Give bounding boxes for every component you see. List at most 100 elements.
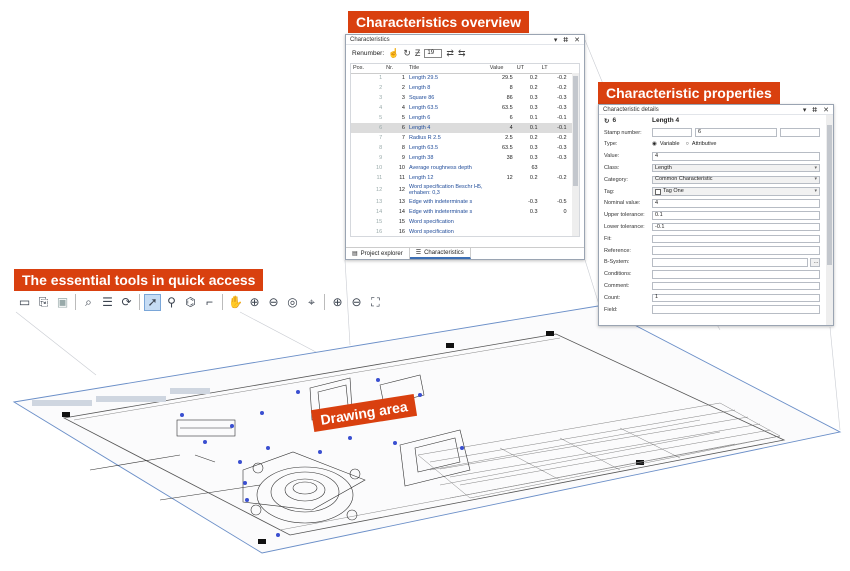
minus-circle-icon[interactable]: ⊖ <box>351 295 362 309</box>
fit-window-icon[interactable]: ⛶ <box>371 294 380 309</box>
tab-project-explorer[interactable]: ▤ Project explorer <box>346 248 410 259</box>
value-field[interactable]: 4 <box>652 152 820 161</box>
zoom-in-icon[interactable]: ⊕ <box>249 295 260 309</box>
scrollbar[interactable] <box>572 73 579 236</box>
pin-icon[interactable]: ⵌ <box>563 36 569 44</box>
select-pointer-icon[interactable]: ➚ <box>144 293 161 311</box>
radio-attributive[interactable]: ○ <box>685 141 689 148</box>
hand-pointer-icon[interactable]: ☝ <box>388 47 400 58</box>
field-field[interactable] <box>652 305 820 314</box>
sort-z-icon[interactable]: Ƶ <box>414 48 421 58</box>
zoom-fit-icon[interactable]: ⌖ <box>308 294 315 309</box>
renumber-start-input[interactable]: 19 <box>424 48 443 58</box>
column-header-title[interactable]: Title <box>406 64 488 74</box>
cell-pos: 10 <box>376 165 383 171</box>
cell-ut: 0.1 <box>529 115 538 121</box>
stamp-number-field[interactable]: 6 <box>695 128 777 137</box>
characteristics-list-icon[interactable]: ☰ <box>102 295 113 309</box>
cell-value: 8 <box>509 85 513 91</box>
close-icon[interactable]: ✕ <box>574 36 580 44</box>
column-header-pos[interactable]: Pos. <box>351 64 385 74</box>
auto-detect-icon[interactable]: ⟳ <box>121 295 132 309</box>
new-project-icon[interactable]: ▭ <box>18 295 31 309</box>
cell-nr: 14 <box>398 209 405 215</box>
count-field[interactable]: 1 <box>652 293 820 303</box>
tag-dropdown[interactable]: Tag One ▾ <box>652 187 820 196</box>
pan-hand-icon[interactable]: ✋ <box>228 295 243 309</box>
checkbox-icon[interactable] <box>655 188 661 195</box>
stamp-icon[interactable]: ⚲ <box>167 295 176 309</box>
stamp-prefix-field[interactable] <box>652 128 692 137</box>
search-document-icon[interactable]: ⌕ <box>85 294 92 309</box>
radio-variable[interactable]: ◉ <box>652 141 657 148</box>
reference-row: Reference: <box>599 245 825 257</box>
b-system-browse-button[interactable]: ... <box>810 258 820 267</box>
category-dropdown[interactable]: Common Characteristic ▾ <box>652 175 820 185</box>
column-header-value[interactable]: Value <box>487 64 515 74</box>
cell-lt: 0 <box>563 209 567 215</box>
class-dropdown[interactable]: Length ▾ <box>652 163 820 173</box>
lower-tolerance-row: Lower tolerance: -0.1 <box>599 221 825 233</box>
scrollbar[interactable] <box>826 115 833 325</box>
chevron-down-icon[interactable]: ▾ <box>802 106 807 114</box>
zoom-out-icon[interactable]: ⊖ <box>268 295 279 309</box>
tab-characteristics[interactable]: ☰ Characteristics <box>409 248 471 259</box>
plus-circle-icon[interactable]: ⊕ <box>332 295 343 309</box>
upper-tolerance-field[interactable]: 0.1 <box>652 211 820 220</box>
nominal-value-field[interactable]: 4 <box>652 199 820 208</box>
comment-field[interactable] <box>652 281 820 291</box>
lower-tolerance-field[interactable]: -0.1 <box>652 222 820 232</box>
tag-icon[interactable]: ⌬ <box>185 295 196 309</box>
chevron-down-icon[interactable]: ▾ <box>553 36 558 44</box>
cell-pos: 6 <box>351 123 385 133</box>
cell-nr: 12 <box>398 187 405 193</box>
renumber-forward-icon[interactable]: ⇄ <box>446 47 454 58</box>
cell-ut: 0.1 <box>514 123 540 133</box>
cell-ut: 0.3 <box>529 155 538 161</box>
reference-field[interactable] <box>652 246 820 255</box>
conditions-field[interactable] <box>652 270 820 279</box>
type-row: Type: ◉ Variable ○ Attributive <box>604 141 717 148</box>
fit-field[interactable] <box>652 234 820 244</box>
cell-value <box>488 183 515 197</box>
b-system-field[interactable] <box>652 258 808 267</box>
details-title: Length 4 <box>652 117 680 125</box>
column-header-lt[interactable]: LT <box>539 64 569 74</box>
zoom-region-icon[interactable]: ◎ <box>287 295 298 309</box>
column-header-nr[interactable]: Nr. <box>384 64 407 74</box>
upper-tolerance-row: Upper tolerance: 0.1 <box>599 209 825 221</box>
close-icon[interactable]: ✕ <box>823 106 829 114</box>
cell-nr: 13 <box>398 199 405 205</box>
list-icon: ☰ <box>415 250 422 256</box>
pin-icon[interactable]: ⵌ <box>812 106 818 114</box>
import-drawing-icon[interactable]: ⎘ <box>38 294 49 309</box>
toolbar-separator <box>324 294 325 310</box>
stamp-suffix-field[interactable] <box>780 128 820 137</box>
cell-title: Radius R 2.5 <box>408 135 441 141</box>
toolbar-separator <box>222 294 223 310</box>
renumber-back-icon[interactable]: ⇆ <box>457 47 466 58</box>
cell-lt: -0.3 <box>557 145 567 151</box>
column-header-ut[interactable]: UT <box>514 64 540 74</box>
save-icon[interactable]: ▣ <box>56 295 69 309</box>
cell-title: Square 86 <box>408 95 435 101</box>
area-icon[interactable]: ⌐ <box>205 295 213 309</box>
refresh-icon[interactable]: ↻ <box>403 47 411 58</box>
